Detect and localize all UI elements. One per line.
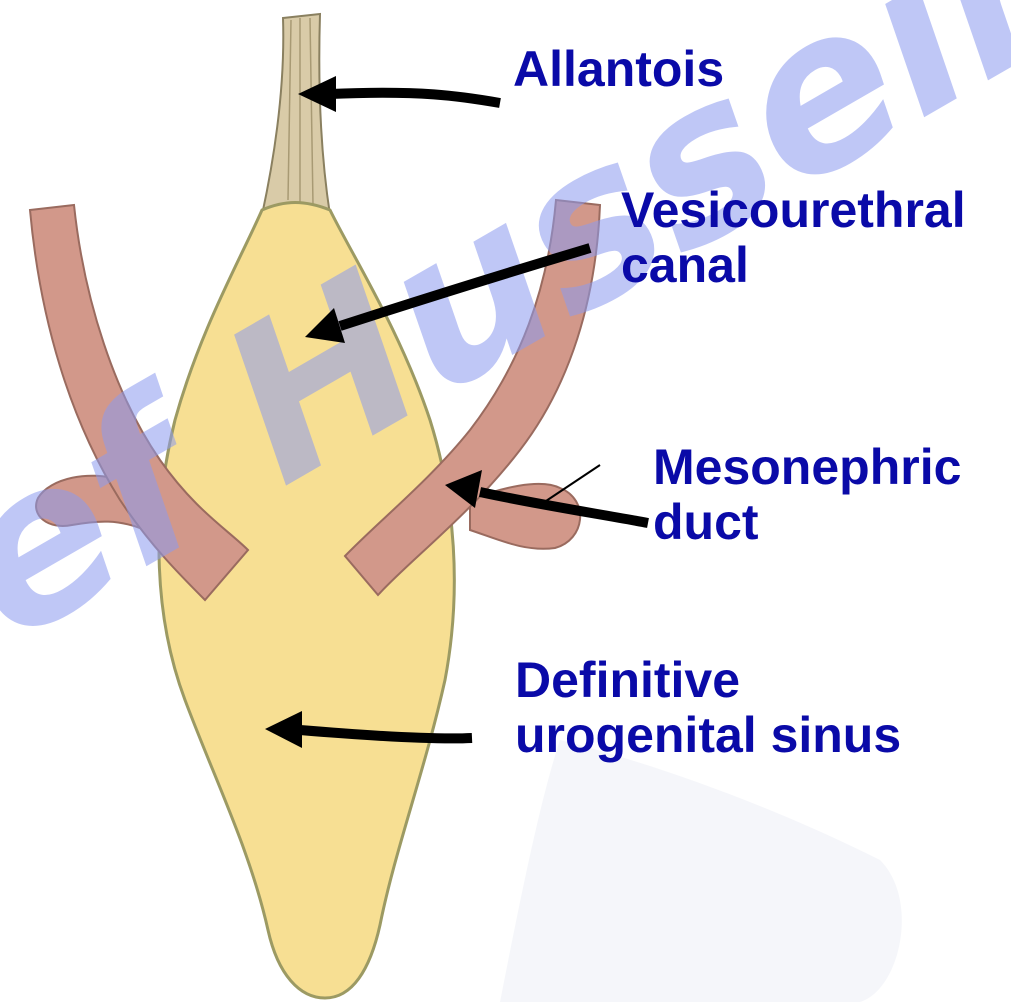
- label-vesicourethral-line1: Vesicourethral: [621, 183, 966, 238]
- allantois-stalk: [262, 14, 330, 215]
- label-definitive-line1: Definitive: [515, 653, 901, 708]
- label-definitive-line2: urogenital sinus: [515, 708, 901, 763]
- label-mesonephric-line1: Mesonephric: [653, 440, 961, 495]
- label-mesonephric-line2: duct: [653, 495, 961, 550]
- label-definitive-urogenital-sinus: Definitive urogenital sinus: [515, 653, 901, 763]
- watermark-text: ef Hussein: [0, 0, 1011, 689]
- allantois-arrow: [298, 76, 500, 112]
- background-shading: [500, 740, 902, 1002]
- label-vesicourethral-canal: Vesicourethral canal: [621, 183, 966, 293]
- label-vesicourethral-line2: canal: [621, 238, 966, 293]
- label-allantois: Allantois: [513, 42, 724, 97]
- label-mesonephric-duct: Mesonephric duct: [653, 440, 961, 550]
- label-allantois-text: Allantois: [513, 42, 724, 97]
